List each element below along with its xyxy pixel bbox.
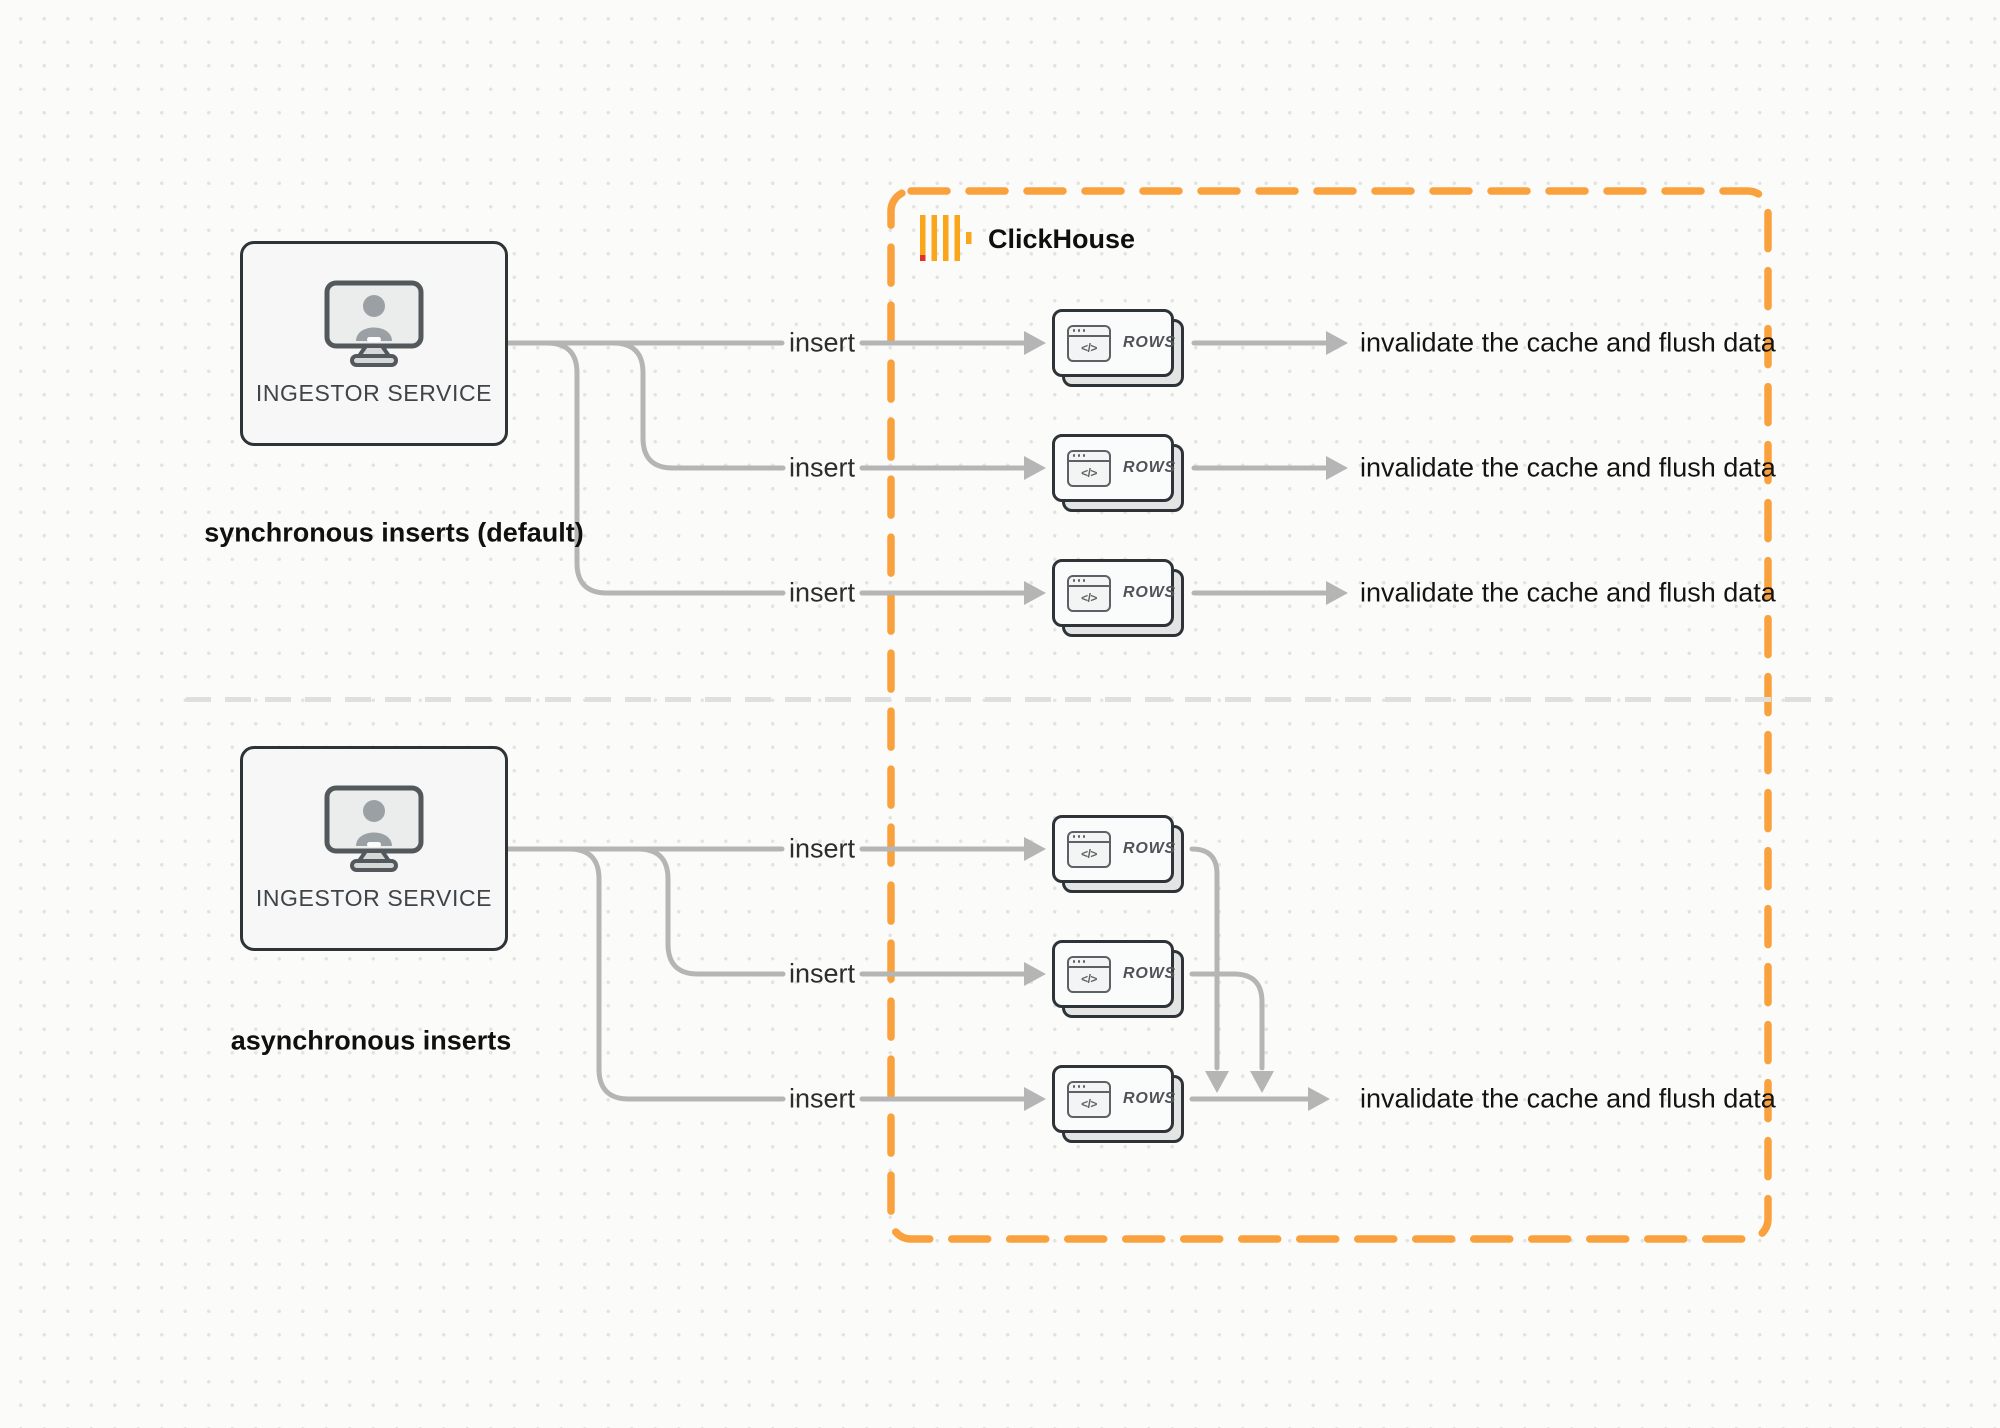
monitor-user-icon: [324, 280, 424, 367]
ingestor-service-box-sync: INGESTOR SERVICE: [240, 241, 508, 446]
browser-window-icon: </>: [1067, 955, 1111, 993]
rows-label: ROWS: [1123, 334, 1176, 351]
sync-caption: synchronous inserts (default): [204, 517, 584, 548]
rows-card: </> ROWS: [1052, 1065, 1176, 1133]
result-label: invalidate the cache and flush data: [1360, 577, 1776, 608]
code-glyph: </>: [1081, 1097, 1097, 1111]
rows-card: </> ROWS: [1052, 434, 1176, 502]
browser-window-icon: </>: [1067, 830, 1111, 868]
ingestor-service-label: INGESTOR SERVICE: [255, 380, 493, 406]
insert-label: insert: [788, 1083, 856, 1114]
rows-label: ROWS: [1123, 459, 1176, 476]
code-glyph: </>: [1081, 341, 1097, 355]
result-label: invalidate the cache and flush data: [1360, 327, 1776, 358]
rows-label: ROWS: [1123, 840, 1176, 857]
rows-card: </> ROWS: [1052, 815, 1176, 883]
ingestor-service-box-async: INGESTOR SERVICE: [240, 746, 508, 951]
clickhouse-logo-icon: [920, 215, 972, 261]
browser-window-icon: </>: [1067, 574, 1111, 612]
rows-label: ROWS: [1123, 1090, 1176, 1107]
result-label: invalidate the cache and flush data: [1360, 452, 1776, 483]
monitor-user-icon: [324, 785, 424, 872]
result-label: invalidate the cache and flush data: [1360, 1083, 1776, 1114]
rows-card: </> ROWS: [1052, 309, 1176, 377]
clickhouse-logo: ClickHouse: [920, 215, 1135, 263]
ingestor-service-label: INGESTOR SERVICE: [255, 885, 493, 911]
insert-label: insert: [788, 833, 856, 864]
rows-label: ROWS: [1123, 965, 1176, 982]
browser-window-icon: </>: [1067, 324, 1111, 362]
insert-label: insert: [788, 958, 856, 989]
insert-label: insert: [788, 327, 856, 358]
rows-card: </> ROWS: [1052, 559, 1176, 627]
code-glyph: </>: [1081, 847, 1097, 861]
section-divider: [185, 697, 1833, 702]
insert-label: insert: [788, 577, 856, 608]
code-glyph: </>: [1081, 466, 1097, 480]
code-glyph: </>: [1081, 591, 1097, 605]
async-caption: asynchronous inserts: [230, 1025, 512, 1056]
rows-card: </> ROWS: [1052, 940, 1176, 1008]
code-glyph: </>: [1081, 972, 1097, 986]
clickhouse-label: ClickHouse: [988, 223, 1136, 254]
browser-window-icon: </>: [1067, 449, 1111, 487]
browser-window-icon: </>: [1067, 1080, 1111, 1118]
insert-label: insert: [788, 452, 856, 483]
rows-label: ROWS: [1123, 584, 1176, 601]
